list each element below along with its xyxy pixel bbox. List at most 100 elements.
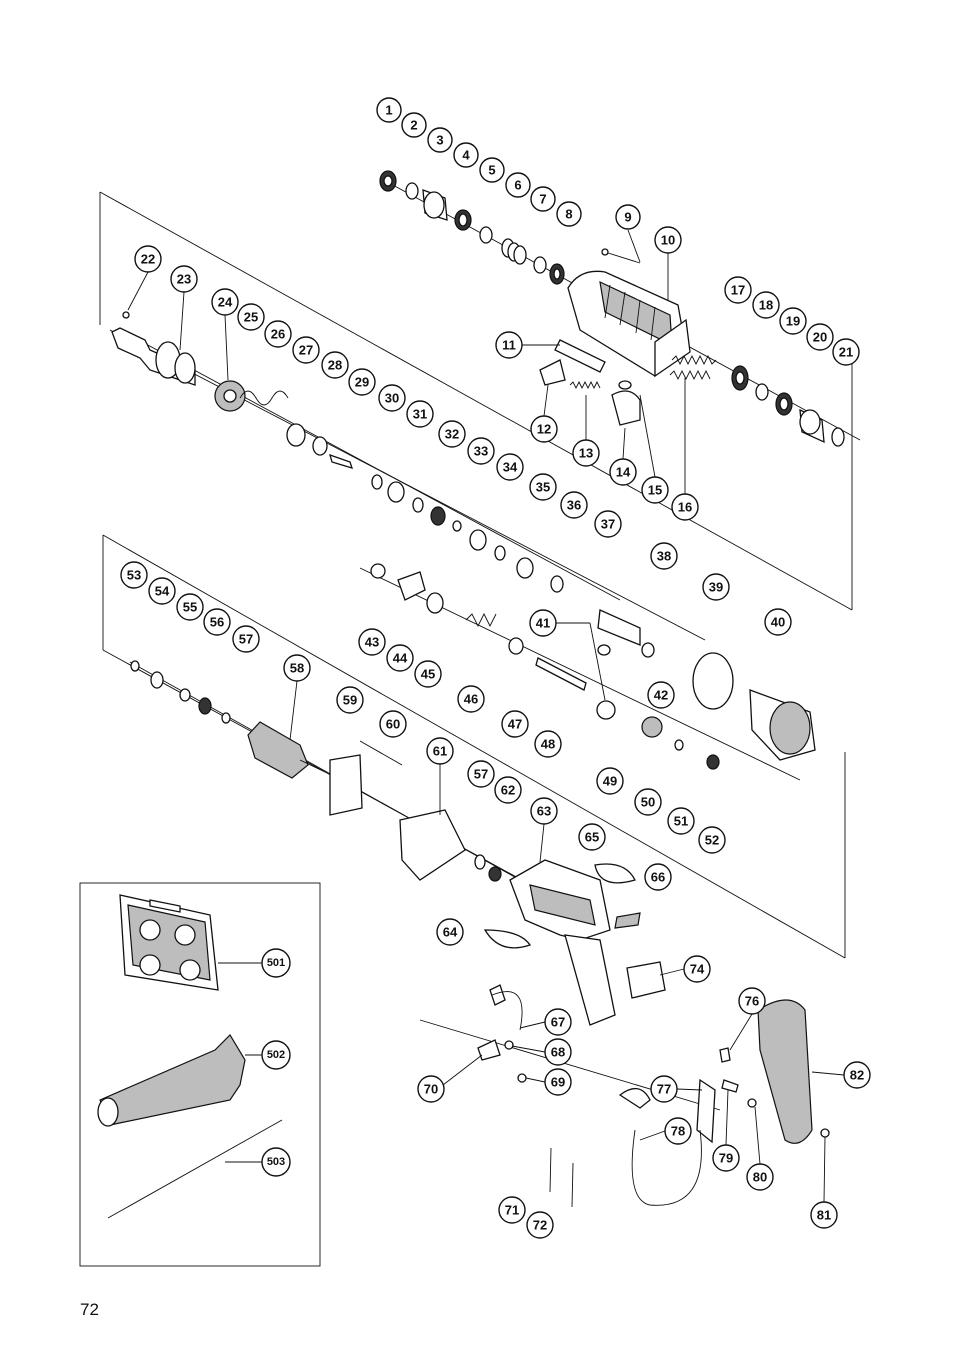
callout-66: 66	[644, 863, 672, 891]
svg-text:32: 32	[445, 427, 459, 442]
callout-11: 11	[495, 331, 523, 359]
svg-text:27: 27	[299, 343, 313, 358]
callout-57: 57	[232, 625, 260, 653]
svg-text:29: 29	[355, 375, 369, 390]
svg-text:53: 53	[127, 568, 141, 583]
callout-501: 501	[261, 948, 291, 978]
svg-text:81: 81	[817, 1208, 831, 1223]
callout-7: 7	[530, 186, 556, 212]
svg-text:70: 70	[424, 1082, 438, 1097]
tool-holder-parts	[111, 311, 564, 593]
callout-2: 2	[401, 112, 427, 138]
svg-text:20: 20	[813, 330, 827, 345]
callout-65: 65	[578, 823, 606, 851]
svg-text:7: 7	[539, 192, 546, 207]
rear-ring-parts	[731, 365, 845, 447]
callout-80: 80	[746, 1163, 774, 1191]
callout-71: 71	[498, 1196, 526, 1224]
svg-text:12: 12	[537, 422, 551, 437]
callout-67: 67	[544, 1008, 572, 1036]
callout-leaders	[127, 229, 845, 1203]
callout-45: 45	[414, 660, 442, 688]
callout-54: 54	[148, 577, 176, 605]
callout-50: 50	[634, 788, 662, 816]
svg-text:55: 55	[183, 600, 197, 615]
callout-19: 19	[779, 307, 807, 335]
svg-text:23: 23	[177, 272, 191, 287]
callout-25: 25	[237, 303, 265, 331]
front-cap-parts	[379, 170, 565, 285]
svg-text:37: 37	[601, 517, 615, 532]
callout-12: 12	[530, 415, 558, 443]
svg-text:43: 43	[365, 635, 379, 650]
callout-502: 502	[261, 1040, 291, 1070]
callout-24: 24	[211, 288, 239, 316]
callout-53: 53	[120, 561, 148, 589]
spring-parts	[539, 339, 717, 426]
callout-82: 82	[843, 1061, 871, 1089]
svg-text:26: 26	[271, 327, 285, 342]
callout-49: 49	[596, 767, 624, 795]
svg-text:28: 28	[328, 358, 342, 373]
callout-40: 40	[764, 608, 792, 636]
callout-48: 48	[534, 730, 562, 758]
callout-22: 22	[134, 245, 162, 273]
svg-text:501: 501	[267, 957, 285, 969]
svg-text:18: 18	[759, 298, 773, 313]
svg-text:14: 14	[616, 465, 631, 480]
motor-housing	[483, 859, 666, 1026]
svg-text:40: 40	[771, 615, 785, 630]
svg-text:46: 46	[464, 692, 478, 707]
svg-text:19: 19	[786, 314, 800, 329]
callout-6: 6	[505, 172, 531, 198]
callout-78: 78	[664, 1117, 692, 1145]
svg-text:44: 44	[393, 651, 408, 666]
callout-17: 17	[724, 276, 752, 304]
svg-text:42: 42	[654, 688, 668, 703]
svg-text:47: 47	[508, 717, 522, 732]
svg-text:41: 41	[536, 616, 550, 631]
callout-47: 47	[501, 710, 529, 738]
svg-text:13: 13	[579, 446, 593, 461]
callout-29: 29	[348, 368, 376, 396]
callout-21: 21	[832, 338, 860, 366]
svg-text:57: 57	[239, 632, 253, 647]
callout-63: 63	[530, 797, 558, 825]
callout-32: 32	[438, 420, 466, 448]
callout-81: 81	[810, 1201, 838, 1229]
svg-text:65: 65	[585, 830, 599, 845]
callout-16: 16	[671, 493, 699, 521]
svg-text:71: 71	[505, 1203, 519, 1218]
svg-text:48: 48	[541, 737, 555, 752]
svg-text:82: 82	[850, 1068, 864, 1083]
callout-64: 64	[436, 918, 464, 946]
svg-text:67: 67	[551, 1015, 565, 1030]
svg-text:24: 24	[218, 295, 233, 310]
svg-text:38: 38	[657, 549, 671, 564]
svg-text:25: 25	[244, 310, 258, 325]
accessories-box	[79, 882, 321, 1267]
svg-text:54: 54	[155, 584, 170, 599]
callout-55: 55	[176, 593, 204, 621]
svg-text:45: 45	[421, 667, 435, 682]
cylinder-housing	[567, 248, 691, 378]
svg-text:78: 78	[671, 1124, 685, 1139]
callout-46: 46	[457, 685, 485, 713]
svg-text:34: 34	[503, 460, 518, 475]
svg-text:58: 58	[290, 661, 304, 676]
svg-text:8: 8	[565, 207, 572, 222]
svg-text:62: 62	[501, 783, 515, 798]
svg-text:1: 1	[385, 103, 392, 118]
svg-text:3: 3	[436, 133, 443, 148]
callout-59: 59	[336, 686, 364, 714]
callout-31: 31	[406, 400, 434, 428]
svg-text:15: 15	[648, 483, 662, 498]
callout-26: 26	[264, 320, 292, 348]
svg-text:61: 61	[433, 744, 447, 759]
callout-20: 20	[806, 323, 834, 351]
svg-text:33: 33	[474, 444, 488, 459]
svg-text:66: 66	[651, 870, 665, 885]
callout-79: 79	[712, 1144, 740, 1172]
callout-72: 72	[526, 1211, 554, 1239]
